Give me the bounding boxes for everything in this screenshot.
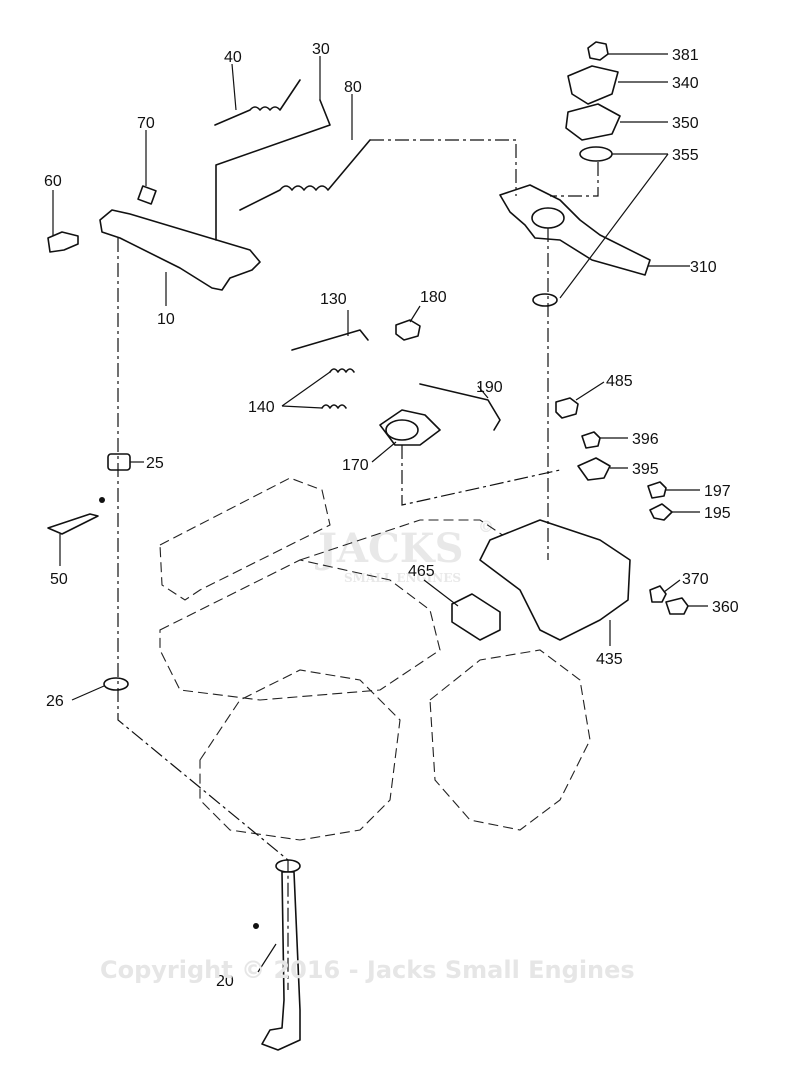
part-360-bolt	[665, 597, 689, 615]
callouts: 40 30 80 70 60 10 381 340 350 355 310 13…	[44, 41, 739, 990]
part-130-rod	[291, 329, 369, 351]
part-180-bolt	[395, 319, 421, 341]
part-350-plate	[565, 103, 621, 141]
callout-40: 40	[224, 49, 242, 66]
part-140-spring-upper	[329, 368, 355, 373]
parts	[47, 41, 689, 1051]
callout-197: 197	[704, 483, 731, 500]
callout-360: 360	[712, 599, 739, 616]
part-355-washer	[579, 146, 613, 162]
jacks-logo-watermark: JACKS © SMALL ENGINES	[315, 517, 494, 585]
air-cleaner-outline	[159, 477, 331, 601]
part-30-rod	[215, 99, 331, 241]
callout-350: 350	[672, 115, 699, 132]
centerlines	[117, 139, 599, 990]
part-310-control-lever	[499, 184, 651, 276]
part-370-nut	[649, 585, 667, 603]
part-381-nut	[587, 41, 609, 61]
callout-70: 70	[137, 115, 155, 132]
part-140-spring-lower	[321, 404, 347, 409]
part-170-boss	[385, 419, 419, 441]
callout-310: 310	[690, 259, 717, 276]
callout-465: 465	[408, 563, 435, 580]
part-195-clip	[649, 503, 673, 521]
copyright-watermark: Copyright © 2016 - Jacks Small Engines	[100, 956, 635, 984]
callout-340: 340	[672, 75, 699, 92]
callout-80: 80	[344, 79, 362, 96]
callout-60: 60	[44, 173, 62, 190]
part-60-bolt	[47, 231, 79, 253]
part-340-plate	[567, 65, 619, 105]
part-355-washer-lower	[532, 293, 558, 307]
callout-180: 180	[420, 289, 447, 306]
part-50-dot	[99, 497, 105, 503]
callout-395: 395	[632, 461, 659, 478]
callout-140: 140	[248, 399, 275, 416]
callout-190: 190	[476, 379, 503, 396]
part-190-spring-wire	[419, 383, 501, 431]
part-310-pivot	[531, 207, 565, 229]
centerline-80-310	[370, 139, 517, 196]
part-197-bolt	[647, 481, 667, 499]
part-80-spring	[239, 139, 371, 211]
callout-20: 20	[216, 973, 234, 990]
centerline-170	[401, 445, 561, 506]
fuel-tank-outline	[159, 559, 441, 701]
callout-485: 485	[606, 373, 633, 390]
callout-381: 381	[672, 47, 699, 64]
part-485-bolt	[555, 397, 579, 419]
callout-170: 170	[342, 457, 369, 474]
callout-130: 130	[320, 291, 347, 308]
crankcase-outline	[429, 649, 591, 831]
part-50-pin	[47, 513, 99, 535]
part-465-pad	[451, 593, 501, 641]
callout-370: 370	[682, 571, 709, 588]
callout-435: 435	[596, 651, 623, 668]
callout-396: 396	[632, 431, 659, 448]
part-395-clamp	[577, 457, 611, 481]
callout-30: 30	[312, 41, 330, 58]
callout-355: 355	[672, 147, 699, 164]
part-396-bolt	[581, 431, 601, 449]
callout-50: 50	[50, 571, 68, 588]
engine-block-outline	[199, 669, 401, 841]
logo-main-text: JACKS	[315, 525, 463, 572]
part-435-bracket	[479, 519, 631, 641]
centerline-lever-shaft	[117, 238, 289, 990]
logo-subtitle-text: SMALL ENGINES	[344, 571, 461, 585]
part-20-dot	[253, 923, 259, 929]
part-20-governor-shaft	[261, 871, 301, 1051]
callout-195: 195	[704, 505, 731, 522]
part-25-bushing	[107, 453, 131, 471]
part-70-nut	[137, 185, 157, 205]
callout-25: 25	[146, 455, 164, 472]
centerline-355	[550, 162, 599, 197]
part-10-governor-lever	[99, 209, 261, 291]
callout-10: 10	[157, 311, 175, 328]
callout-26: 26	[46, 693, 64, 710]
part-40-spring	[214, 79, 301, 126]
part-26-washer	[103, 677, 129, 691]
